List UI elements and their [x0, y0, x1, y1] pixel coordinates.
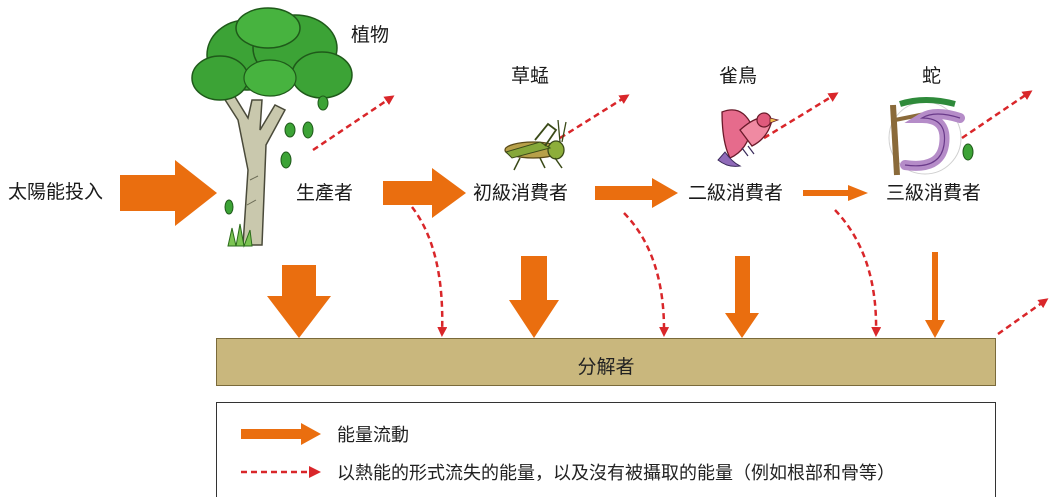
down-arrow-secondary [725, 256, 759, 338]
producer-label: 生產者 [296, 182, 354, 204]
solar-input-label: 太陽能投入 [8, 181, 104, 203]
grasshopper-label: 草蜢 [511, 65, 550, 87]
loss-up-producer [312, 95, 395, 152]
dashed-arrow-icon [241, 466, 321, 478]
tertiary-consumer-label: 三級消費者 [886, 182, 982, 204]
loss-up-secondary [763, 92, 839, 140]
down-arrow-producer [267, 265, 331, 338]
legend-energy-flow: 能量流動 [239, 421, 409, 447]
loss-up-tertiary [961, 90, 1033, 140]
legend-energy-loss-text: 以熱能的形式流失的能量，以及沒有被攝取的能量（例如根部和骨等） [337, 463, 895, 484]
secondary-consumer-label: 二級消費者 [688, 182, 784, 204]
loss-curve-producer [411, 206, 448, 337]
down-arrow-primary [509, 256, 559, 338]
down-arrow-tertiary [925, 252, 945, 338]
solar-input-arrow [120, 160, 217, 226]
loss-curve-secondary [834, 209, 882, 337]
energy-arrow-producer-primary [383, 168, 466, 218]
decomposer-label: 分解者 [577, 356, 635, 378]
plant-label: 植物 [351, 24, 390, 46]
sparrow-label: 雀鳥 [719, 65, 758, 87]
energy-arrow-secondary-tertiary [803, 185, 868, 201]
loss-decomposer [997, 298, 1049, 336]
loss-up-primary [559, 94, 630, 140]
loss-curve-primary [623, 212, 670, 337]
snake-icon [888, 97, 974, 176]
legend-energy-flow-text: 能量流動 [337, 425, 409, 446]
snake-label: 蛇 [922, 65, 942, 87]
decomposer-box: 分解者 [216, 338, 996, 386]
grasshopper-icon [504, 119, 567, 171]
solid-arrow-icon [241, 423, 321, 445]
legend-energy-loss: 以熱能的形式流失的能量，以及沒有被攝取的能量（例如根部和骨等） [239, 459, 895, 485]
bird-icon [717, 109, 780, 167]
primary-consumer-label: 初級消費者 [473, 182, 569, 204]
legend-box: 能量流動 以熱能的形式流失的能量，以及沒有被攝取的能量（例如根部和骨等） [216, 402, 996, 497]
tree-icon [191, 7, 353, 248]
energy-arrow-primary-secondary [595, 178, 678, 208]
